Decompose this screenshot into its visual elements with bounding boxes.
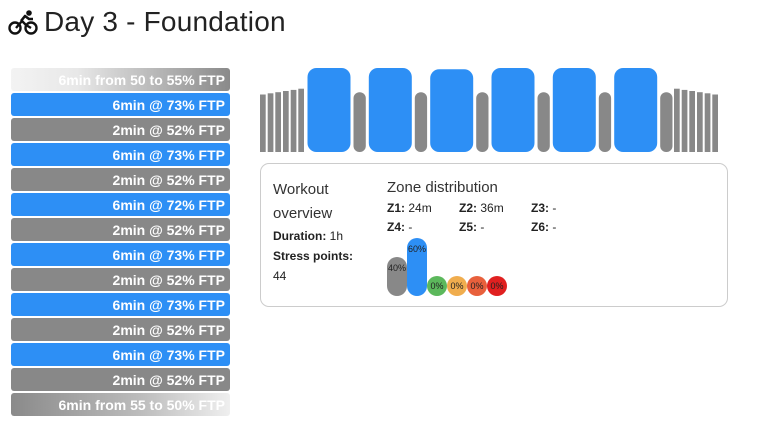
profile-work-block[interactable] (307, 68, 351, 152)
zone-percent-bar: 40% (387, 257, 407, 296)
profile-ramp-step (697, 92, 703, 152)
zone-time-item: Z2: 36m (459, 201, 504, 215)
profile-ramp-step (689, 91, 695, 152)
profile-work-block[interactable] (491, 68, 535, 152)
interval-item[interactable]: 2min @ 52% FTP (11, 368, 230, 391)
workout-summary-card: Workout overview Duration: 1h Stress poi… (260, 163, 728, 307)
zone-percent-bar: 0% (467, 276, 487, 296)
profile-ramp-step (298, 88, 304, 152)
zone-time-item: Z4: - (387, 220, 413, 234)
interval-item[interactable]: 6min @ 73% FTP (11, 243, 230, 266)
duration-line: Duration: 1h (273, 226, 373, 246)
stress-points-label: Stress points: (273, 249, 354, 263)
page-header: Day 3 - Foundation (8, 4, 286, 40)
profile-work-block[interactable] (552, 68, 596, 152)
interval-item[interactable]: 2min @ 52% FTP (11, 168, 230, 191)
profile-rest-block[interactable] (537, 92, 550, 152)
profile-work-block[interactable] (430, 69, 474, 152)
profile-rest-block[interactable] (476, 92, 489, 152)
duration-label: Duration: (273, 229, 327, 243)
stress-points-value: 44 (273, 269, 287, 283)
zone-times: Z1: 24m Z2: 36m Z3: - Z4: - Z5: - Z6: - (387, 198, 627, 238)
zone-time-item: Z1: 24m (387, 201, 432, 215)
profile-ramp-step (283, 91, 289, 152)
interval-item[interactable]: 6min @ 73% FTP (11, 143, 230, 166)
interval-item[interactable]: 6min @ 73% FTP (11, 293, 230, 316)
interval-item[interactable]: 2min @ 52% FTP (11, 268, 230, 291)
page-title: Day 3 - Foundation (44, 6, 286, 37)
profile-rest-block[interactable] (353, 92, 366, 152)
workout-profile-chart (260, 68, 718, 152)
zone-time-item: Z3: - (531, 201, 557, 215)
interval-item[interactable]: 2min @ 52% FTP (11, 318, 230, 341)
interval-item[interactable]: 6min @ 73% FTP (11, 93, 230, 116)
interval-item[interactable]: 6min from 50 to 55% FTP (11, 68, 230, 91)
interval-item[interactable]: 6min @ 73% FTP (11, 343, 230, 366)
profile-ramp-step (704, 93, 711, 152)
profile-ramp-step (290, 89, 297, 152)
profile-ramp-step (260, 94, 266, 152)
interval-item[interactable]: 6min @ 72% FTP (11, 193, 230, 216)
profile-rest-block[interactable] (660, 92, 673, 152)
profile-work-block[interactable] (614, 68, 658, 152)
profile-ramp-step (674, 88, 680, 152)
interval-item[interactable]: 6min from 55 to 50% FTP (11, 393, 230, 416)
zone-percent-bar: 0% (427, 276, 447, 296)
profile-rest-block[interactable] (414, 92, 428, 152)
profile-ramp-step (267, 93, 274, 152)
zone-time-item: Z6: - (531, 220, 557, 234)
profile-ramp-step (275, 92, 281, 152)
profile-ramp-step (712, 94, 718, 152)
profile-work-block[interactable] (368, 68, 412, 152)
zone-distribution-heading: Zone distribution (387, 179, 498, 196)
overview-heading: Workout overview (273, 181, 333, 222)
profile-ramp-step (681, 89, 688, 152)
duration-value: 1h (329, 229, 344, 243)
interval-item[interactable]: 2min @ 52% FTP (11, 118, 230, 141)
zone-time-item: Z5: - (459, 220, 485, 234)
zone-distribution: Zone distribution Z1: 24m Z2: 36m Z3: - Z4:… (387, 178, 627, 238)
profile-rest-block[interactable] (598, 92, 612, 152)
interval-item[interactable]: 2min @ 52% FTP (11, 218, 230, 241)
workout-overview: Workout overview Duration: 1h Stress poi… (273, 178, 373, 286)
zone-percent-bars: 40%60%0%0%0%0% (387, 236, 517, 296)
cyclist-icon (8, 10, 38, 35)
zone-percent-bar: 60% (407, 238, 427, 296)
zone-percent-bar: 0% (487, 276, 507, 296)
zone-percent-bar: 0% (447, 276, 467, 296)
